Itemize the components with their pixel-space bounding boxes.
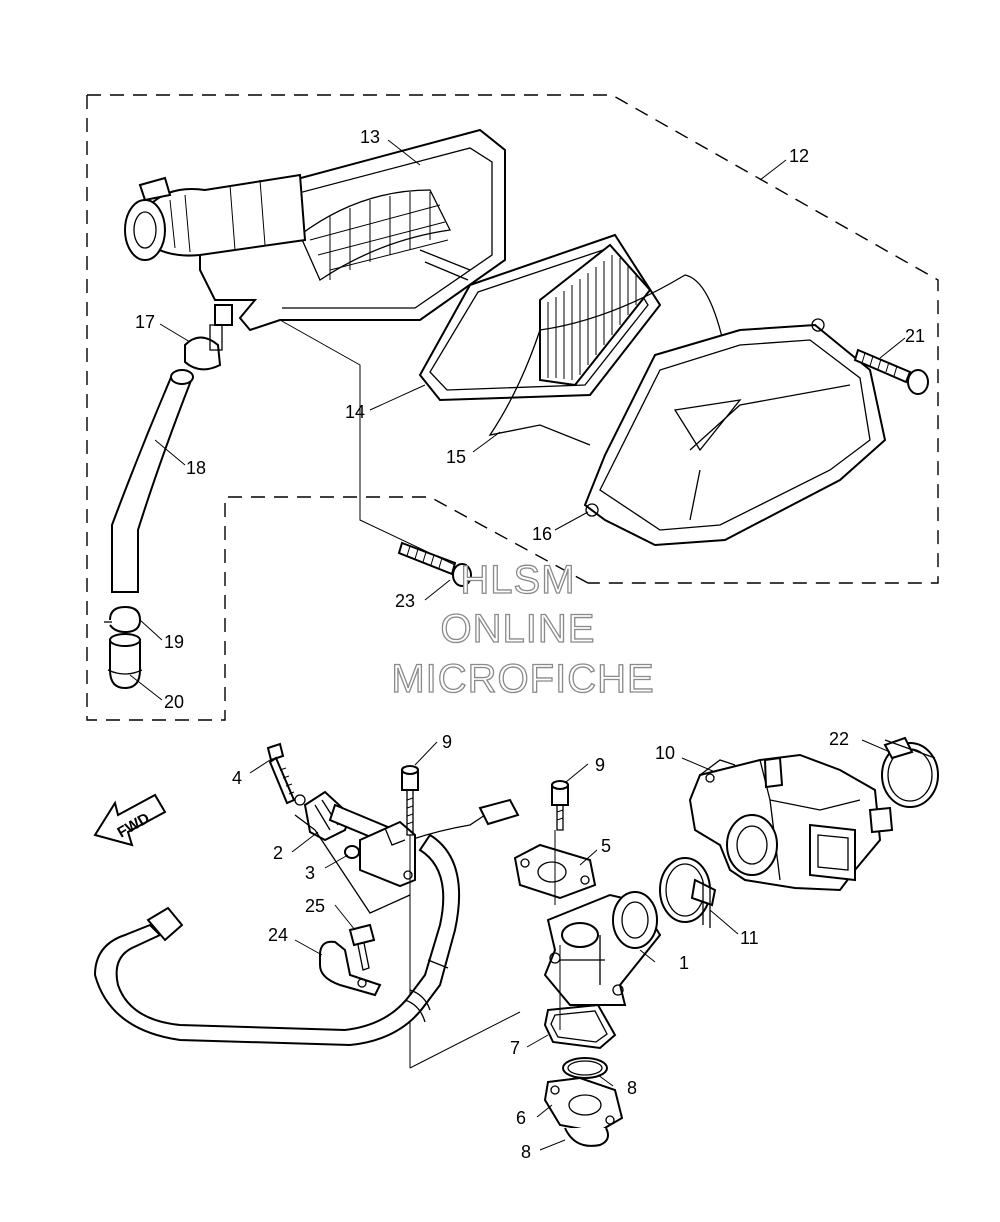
guide-line-assembly <box>409 830 561 1069</box>
watermark-line-3: MICROFICHE <box>391 657 654 701</box>
label-13: 13 <box>360 127 380 147</box>
label-18: 18 <box>186 458 206 478</box>
label-11: 11 <box>740 928 759 948</box>
label-9-right: 9 <box>595 755 605 775</box>
label-21: 21 <box>905 326 925 346</box>
label-2: 2 <box>273 843 283 863</box>
leader-lines <box>129 139 906 1151</box>
bolt-9-right <box>551 780 569 831</box>
label-9-left: 9 <box>442 732 452 752</box>
watermark: HLSM ONLINE MICROFICHE <box>391 557 655 701</box>
label-4: 4 <box>232 768 242 788</box>
label-20: 20 <box>164 692 184 712</box>
label-1: 1 <box>679 953 689 973</box>
label-3: 3 <box>305 863 315 883</box>
screw-21 <box>853 348 929 395</box>
case-cover <box>583 318 887 547</box>
plug-20 <box>107 633 143 690</box>
label-19: 19 <box>164 632 184 652</box>
o-ring-8-lower <box>564 1127 609 1147</box>
label-6: 6 <box>516 1108 526 1128</box>
label-5: 5 <box>601 836 611 856</box>
fwd-arrow: FWD <box>93 793 167 847</box>
hose-bracket <box>359 820 416 888</box>
clamp-22 <box>881 736 939 808</box>
part-labels: 1 2 3 4 5 6 7 8 8 9 9 10 11 12 13 14 15 … <box>135 127 925 1162</box>
label-8-lower: 8 <box>521 1142 531 1162</box>
label-7: 7 <box>510 1038 520 1058</box>
clip-19 <box>104 605 142 634</box>
label-14: 14 <box>345 402 365 422</box>
bolt-4 <box>266 742 296 805</box>
bolt-25 <box>348 923 376 971</box>
label-16: 16 <box>532 524 552 544</box>
label-12: 12 <box>789 146 809 166</box>
o-ring-8-upper-inner <box>567 1060 603 1076</box>
label-15: 15 <box>446 447 466 467</box>
watermark-line-2: ONLINE <box>441 607 596 651</box>
label-8-upper: 8 <box>627 1078 637 1098</box>
intake-joint-1 <box>543 891 662 1006</box>
insulator-6 <box>543 1076 624 1134</box>
watermark-line-1: HLSM <box>460 558 575 602</box>
label-24: 24 <box>268 925 288 945</box>
label-10: 10 <box>655 743 675 763</box>
breather-hose <box>93 833 461 1047</box>
dashed-assembly-boundary <box>86 94 939 721</box>
clamp-17 <box>184 324 223 371</box>
air-filter-case <box>124 128 506 332</box>
throttle-body-10 <box>688 753 894 892</box>
guide-line <box>279 319 456 566</box>
air-filter-element <box>488 243 726 446</box>
label-23: 23 <box>395 591 415 611</box>
clamp-24 <box>319 940 382 997</box>
drain-hose-18 <box>111 369 194 593</box>
clamp-11 <box>659 857 717 928</box>
gasket-7 <box>543 1003 617 1050</box>
label-17: 17 <box>135 312 155 332</box>
label-25: 25 <box>305 896 325 916</box>
label-22: 22 <box>829 729 849 749</box>
